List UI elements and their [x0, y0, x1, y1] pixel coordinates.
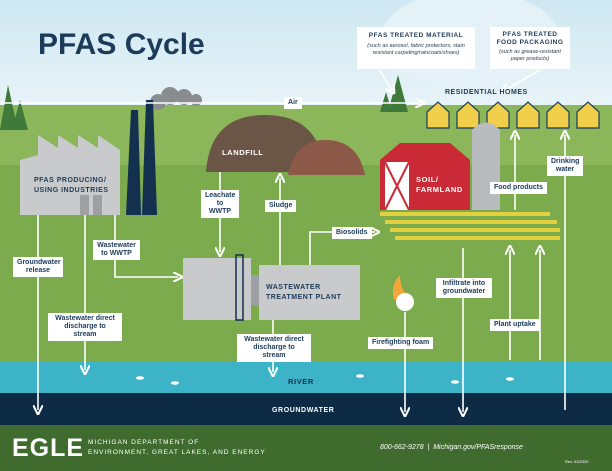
wwtp-building — [183, 254, 360, 321]
flow-groundwater-release: Groundwater release — [13, 257, 63, 277]
flow-biosolids: Biosolids — [332, 227, 372, 239]
silo — [472, 122, 500, 210]
flow-infiltrate: Infiltrate into groundwater — [436, 278, 492, 298]
dept-line-2: ENVIRONMENT, GREAT LAKES, AND ENERGY — [88, 449, 266, 456]
flow-leachate: Leachate to WWTP — [201, 190, 239, 218]
card-pfas-food-packaging: PFAS TREATED FOOD PACKAGING (such as grea… — [490, 27, 570, 69]
flow-plant-uptake: Plant uptake — [490, 319, 540, 331]
fire — [392, 275, 414, 311]
card-detail: (such as grease-resistant paper products… — [499, 49, 561, 62]
footer: EGLE MICHIGAN DEPARTMENT OF ENVIRONMENT,… — [0, 425, 612, 471]
revision-date: Rev. 03/2020 — [565, 459, 589, 464]
label-wwtp: WASTEWATER TREATMENT PLANT — [266, 284, 342, 301]
flow-firefighting-foam: Firefighting foam — [368, 337, 434, 349]
residential-homes — [426, 101, 600, 129]
card-heading: PFAS TREATED MATERIAL — [368, 32, 464, 39]
flow-air: Air — [284, 97, 302, 109]
flow-drinking-water: Drinking water — [547, 156, 583, 176]
dept-line-1: MICHIGAN DEPARTMENT OF — [88, 439, 200, 446]
farm-field — [380, 212, 560, 240]
label-farmland: SOIL/ FARMLAND — [416, 175, 463, 194]
groundwater-layer — [0, 393, 612, 425]
card-heading: PFAS TREATED FOOD PACKAGING — [496, 31, 564, 46]
contact-info: 800-662-9278 | Michigan.gov/PFASresponse — [380, 444, 523, 451]
label-industries: PFAS PRODUCING/ USING INDUSTRIES — [34, 177, 109, 194]
flow-food-products: Food products — [490, 182, 547, 194]
card-detail: (such as aerosol, fabric protectors, sta… — [367, 43, 465, 56]
label-groundwater: GROUNDWATER — [272, 407, 335, 414]
page-title: PFAS Cycle — [38, 28, 205, 61]
label-river: RIVER — [288, 377, 314, 386]
flow-wastewater-direct-1: Wastewater direct discharge to stream — [48, 313, 122, 341]
flow-sludge: Sludge — [265, 200, 297, 212]
label-residential-homes: RESIDENTIAL HOMES — [445, 89, 528, 96]
flow-wastewater-to-wwtp: Wastewater to WWTP — [93, 240, 140, 260]
label-landfill: LANDFILL — [222, 148, 264, 157]
flow-wastewater-direct-2: Wastewater direct discharge to stream — [237, 334, 311, 362]
barn — [380, 143, 470, 211]
card-pfas-treated-material: PFAS TREATED MATERIAL (such as aerosol, f… — [357, 27, 475, 69]
egle-logo: EGLE — [12, 434, 85, 462]
factory — [20, 100, 157, 215]
